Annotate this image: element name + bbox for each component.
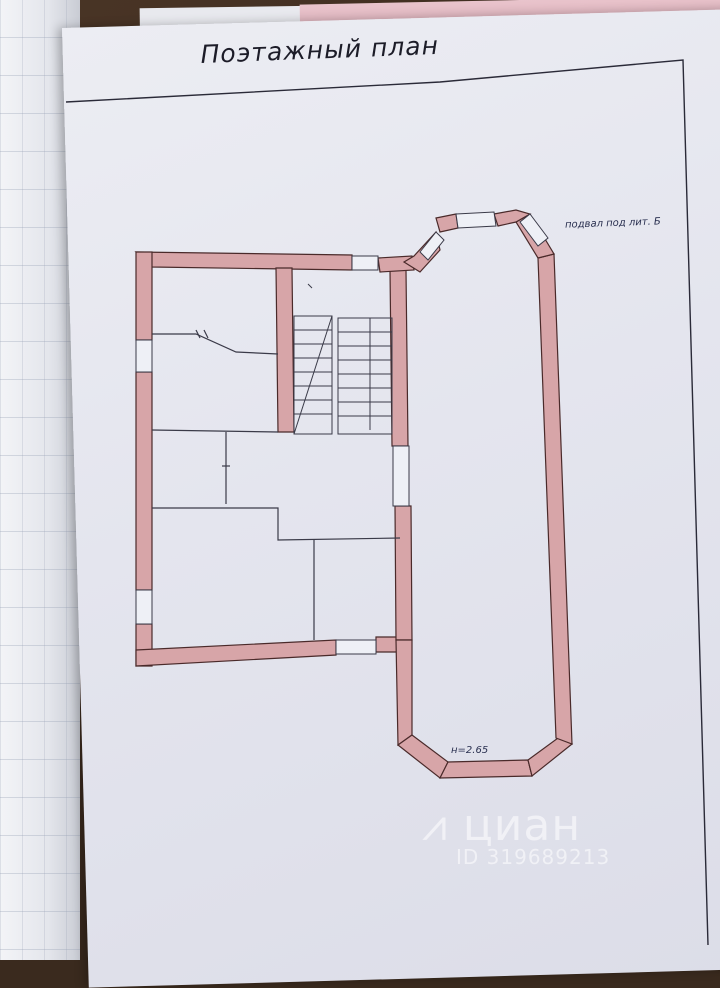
wall-right-room-top	[493, 209, 532, 227]
partition-upper-left	[152, 333, 279, 355]
wall-right-room-top-left	[435, 213, 459, 233]
floor-plan-drawing	[65, 59, 709, 946]
wall-middle-lower	[394, 505, 413, 641]
wall-right-room-right	[537, 253, 573, 745]
watermark-logo-icon: ⩘	[422, 800, 463, 851]
wall-middle-upper	[389, 269, 409, 447]
window-right-top-left	[419, 231, 445, 261]
wall-right-room-bottom-right	[527, 737, 574, 778]
partition-hall	[151, 429, 279, 433]
window-top	[351, 255, 379, 271]
wall-top-left	[134, 251, 353, 271]
watermark-id: ID 319689213	[456, 845, 611, 869]
staircase	[293, 283, 393, 435]
sheet-frame	[65, 59, 709, 946]
wall-right-room-bottom	[439, 759, 533, 779]
height-mark: н=2.65	[451, 745, 489, 756]
watermark-brand: ⩘ циан	[422, 800, 582, 851]
wall-right-room-left	[395, 639, 413, 747]
window-right-top-right	[519, 213, 549, 247]
wall-left-upper	[135, 251, 153, 341]
wall-left-middle	[135, 371, 153, 591]
wall-bottom-left	[135, 639, 337, 667]
wall-right-room-bottom-left	[396, 734, 449, 779]
window-bottom	[335, 639, 377, 655]
wall-top-link	[377, 255, 415, 273]
door-middle	[392, 445, 410, 507]
window-right-top	[455, 211, 497, 229]
window-left-upper	[135, 339, 153, 373]
window-left-lower	[135, 589, 153, 625]
wall-stair-partition	[275, 267, 295, 433]
partition-middle	[152, 507, 401, 541]
